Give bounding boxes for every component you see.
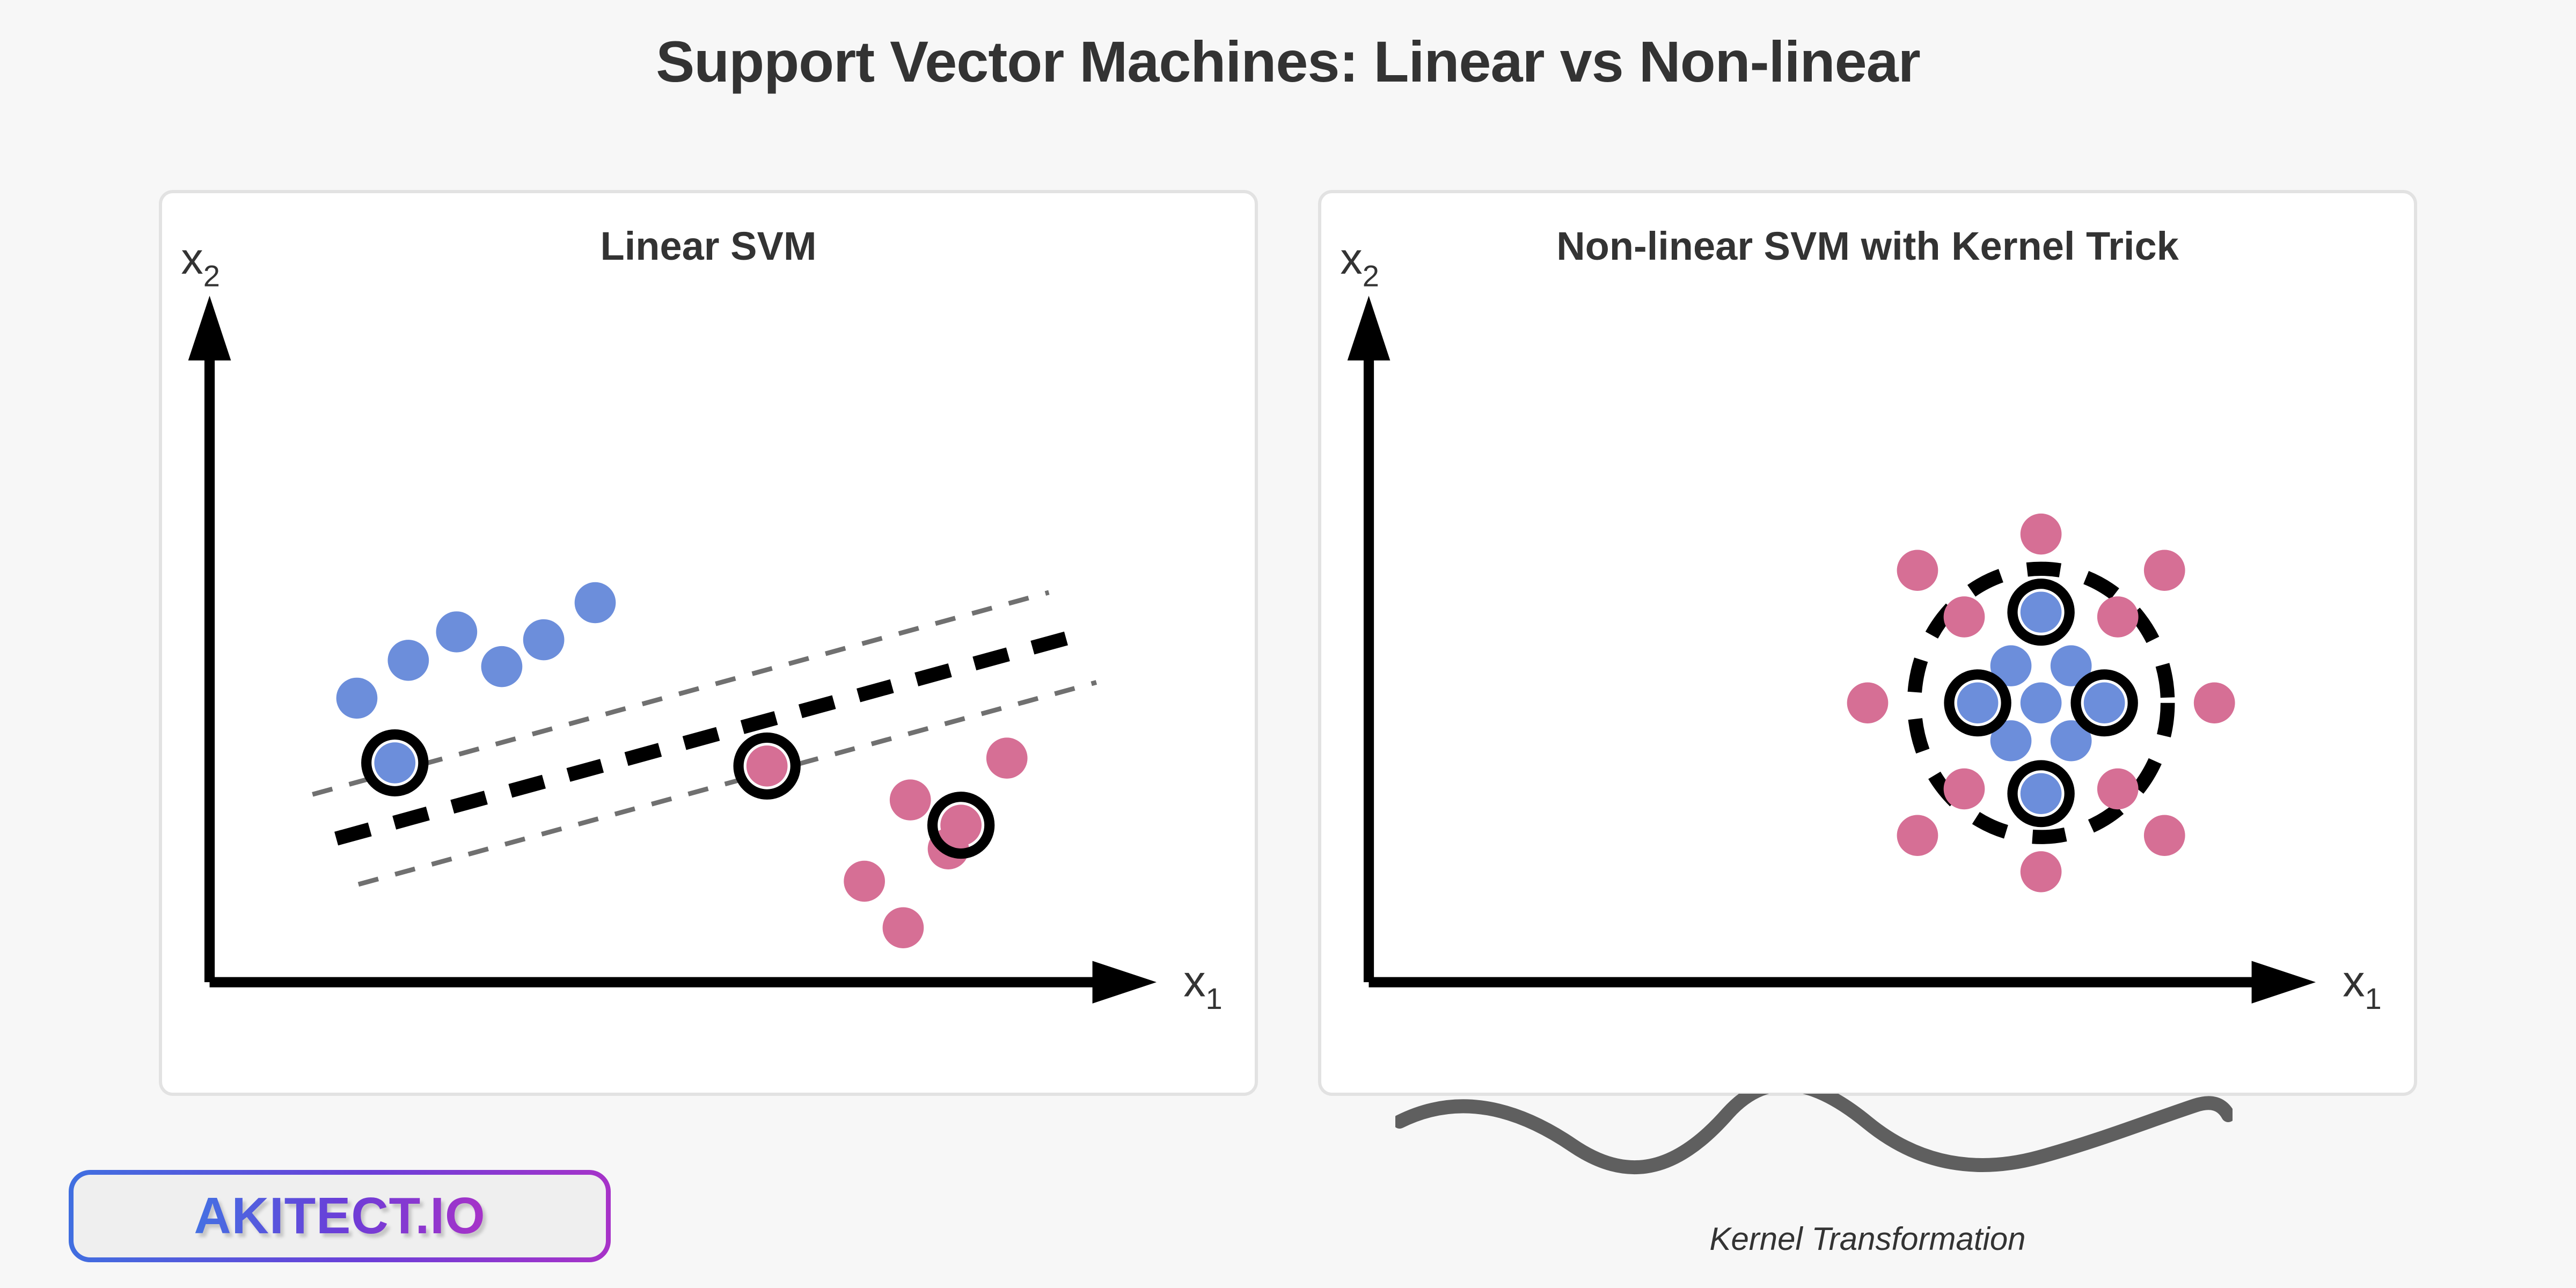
support-vector-ring bbox=[927, 792, 995, 859]
y-axis-arrowhead bbox=[188, 296, 231, 361]
margin-line-lower bbox=[357, 680, 1097, 887]
data-point bbox=[1990, 645, 2032, 686]
class-b-points bbox=[1847, 513, 2235, 892]
data-point bbox=[574, 582, 616, 624]
axes-group bbox=[1347, 296, 2316, 1004]
support-vector-point bbox=[940, 804, 982, 846]
panel-title-nonlinear: Non-linear SVM with Kernel Trick bbox=[1556, 224, 2179, 268]
page-title: Support Vector Machines: Linear vs Non-l… bbox=[656, 29, 1921, 94]
support-vector-point bbox=[2020, 591, 2062, 633]
decision-boundary-line bbox=[334, 630, 1075, 846]
class-a-points bbox=[1990, 645, 2092, 762]
support-vector-point bbox=[746, 745, 788, 787]
data-point bbox=[1943, 596, 1985, 638]
data-point bbox=[2143, 815, 2185, 856]
data-point bbox=[1943, 768, 1985, 810]
data-point bbox=[844, 860, 885, 902]
data-point bbox=[436, 611, 478, 653]
data-point bbox=[523, 619, 565, 661]
data-point bbox=[1897, 815, 1938, 856]
data-point bbox=[2193, 682, 2235, 723]
data-point bbox=[2020, 851, 2062, 892]
support-vectors bbox=[1944, 579, 2138, 828]
support-vector-ring bbox=[1944, 669, 2011, 737]
support-vector-point bbox=[1957, 682, 1999, 723]
margin-line-upper bbox=[312, 590, 1050, 797]
support-vector-ring bbox=[2007, 760, 2075, 828]
linear-svm-plot: x2 x1 bbox=[181, 234, 1222, 1015]
data-point bbox=[1990, 720, 2032, 762]
panel-linear-svm: Linear SVM x2 x1 bbox=[159, 190, 1258, 1096]
support-vectors bbox=[361, 729, 995, 859]
data-point bbox=[2097, 768, 2139, 810]
brand-logo-text: AKITECT.IO bbox=[194, 1187, 486, 1245]
support-vector-point bbox=[2020, 773, 2062, 815]
data-point bbox=[1897, 550, 1938, 591]
support-vector-ring bbox=[733, 732, 801, 800]
data-point bbox=[2050, 645, 2092, 686]
y-axis-label: x2 bbox=[181, 234, 219, 292]
data-point bbox=[481, 646, 523, 687]
data-point bbox=[2020, 513, 2062, 555]
data-point bbox=[2143, 550, 2185, 591]
data-point bbox=[1847, 682, 1889, 723]
brand-logo[interactable]: AKITECT.IO bbox=[69, 1170, 611, 1262]
support-vector-point bbox=[2083, 682, 2125, 723]
data-point bbox=[336, 677, 378, 719]
data-point bbox=[2097, 596, 2139, 638]
y-axis-arrowhead bbox=[1347, 296, 1391, 361]
support-vector-ring bbox=[2007, 579, 2075, 646]
data-point bbox=[387, 640, 429, 681]
kernel-transformation-caption: Kernel Transformation bbox=[1709, 1221, 2026, 1257]
panel-nonlinear-svm: Non-linear SVM with Kernel Trick x2 x1 bbox=[1318, 190, 2417, 1096]
nonlinear-svm-plot: x2 x1 bbox=[1340, 234, 2381, 1015]
x-axis-arrowhead bbox=[1092, 961, 1157, 1004]
data-point bbox=[986, 737, 1028, 779]
data-point bbox=[882, 907, 924, 948]
data-point bbox=[2020, 682, 2062, 723]
class-a-points bbox=[336, 582, 616, 719]
kernel-wave-icon bbox=[1395, 1094, 2233, 1175]
x-axis-arrowhead bbox=[2251, 961, 2316, 1004]
panel-title-linear: Linear SVM bbox=[600, 224, 817, 268]
support-vector-ring bbox=[361, 729, 429, 796]
data-point bbox=[2050, 720, 2092, 762]
support-vector-ring bbox=[2070, 669, 2138, 737]
x-axis-label: x1 bbox=[2343, 957, 2381, 1015]
axes-group bbox=[188, 296, 1157, 1004]
data-point bbox=[889, 779, 931, 821]
x-axis-label: x1 bbox=[1183, 957, 1222, 1015]
support-vector-point bbox=[374, 742, 416, 784]
y-axis-label: x2 bbox=[1340, 234, 1379, 292]
